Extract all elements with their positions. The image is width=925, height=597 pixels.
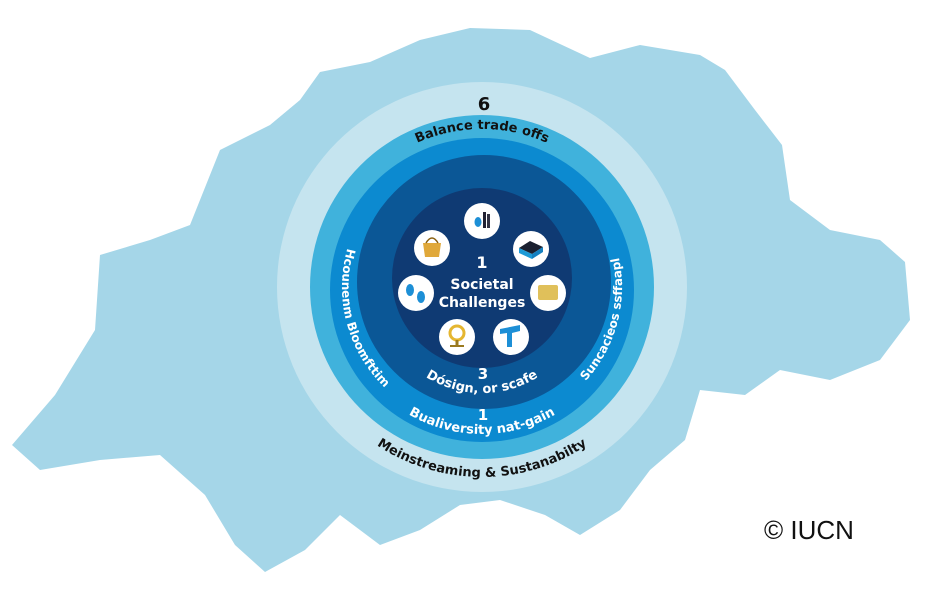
scroll-icon xyxy=(530,275,566,311)
copyright-label: © IUCN xyxy=(764,515,854,545)
crane-icon xyxy=(493,319,529,355)
core-number: 1 xyxy=(476,253,487,272)
water-tools-icon xyxy=(464,203,500,239)
lightbulb-icon xyxy=(439,319,475,355)
box-icon xyxy=(513,231,549,267)
core-label-line1: Societal xyxy=(450,277,513,293)
ring4-number: 3 xyxy=(478,365,488,383)
water-drops-icon xyxy=(398,275,434,311)
core-label-line2: Challenges xyxy=(439,295,526,311)
outer-number: 6 xyxy=(478,94,491,115)
ring3-bottom-number: 1 xyxy=(478,406,488,424)
basket-icon xyxy=(414,230,450,266)
